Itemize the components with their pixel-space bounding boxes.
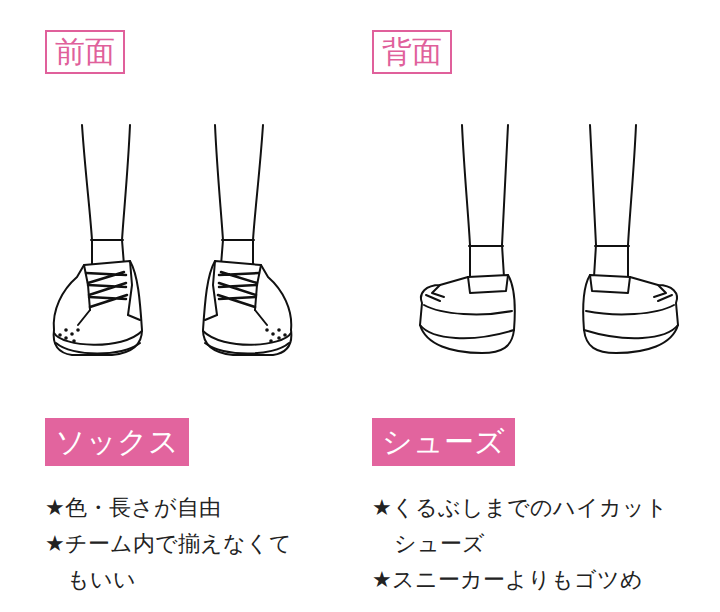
box-text: シューズ [382,422,505,462]
note-text: ★スニーカーよりもゴツめ [372,562,702,598]
note-text: ★チーム内で揃えなくてもいい [45,526,307,598]
box-text: ソックス [55,422,179,462]
section-band: ソックス [45,418,189,466]
view-tag: 背面 [372,30,452,74]
view-tag: 前面 [45,30,125,74]
section-band: シューズ [372,418,515,466]
note-text: ★くるぶしまでのハイカットシューズ [372,490,672,562]
box-text: 前面 [55,34,115,70]
box-text: 背面 [382,34,442,70]
note-text: ★色・長さが自由 [45,490,335,526]
